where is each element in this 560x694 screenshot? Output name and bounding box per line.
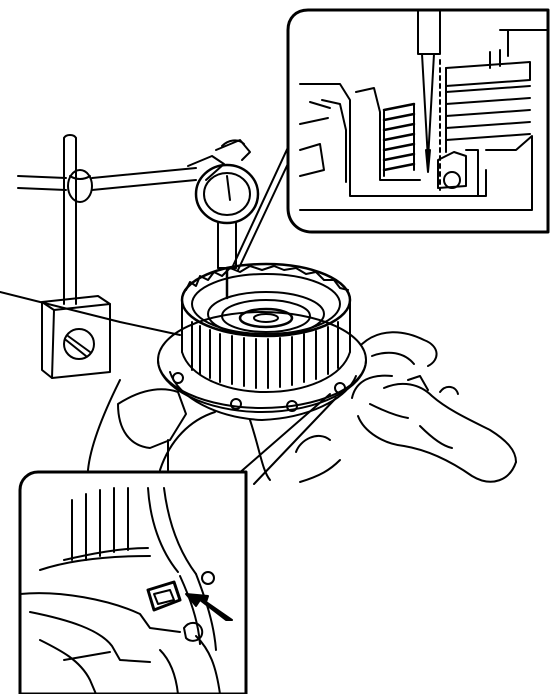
detail-inset-piston bbox=[286, 8, 550, 234]
transmission-housing bbox=[0, 291, 341, 483]
arrow-icon bbox=[185, 593, 233, 621]
clutch-drum bbox=[157, 262, 367, 421]
detail-inset-check-ball-hole bbox=[18, 470, 248, 694]
hand bbox=[351, 331, 517, 483]
magnetic-base-stand bbox=[17, 134, 225, 379]
